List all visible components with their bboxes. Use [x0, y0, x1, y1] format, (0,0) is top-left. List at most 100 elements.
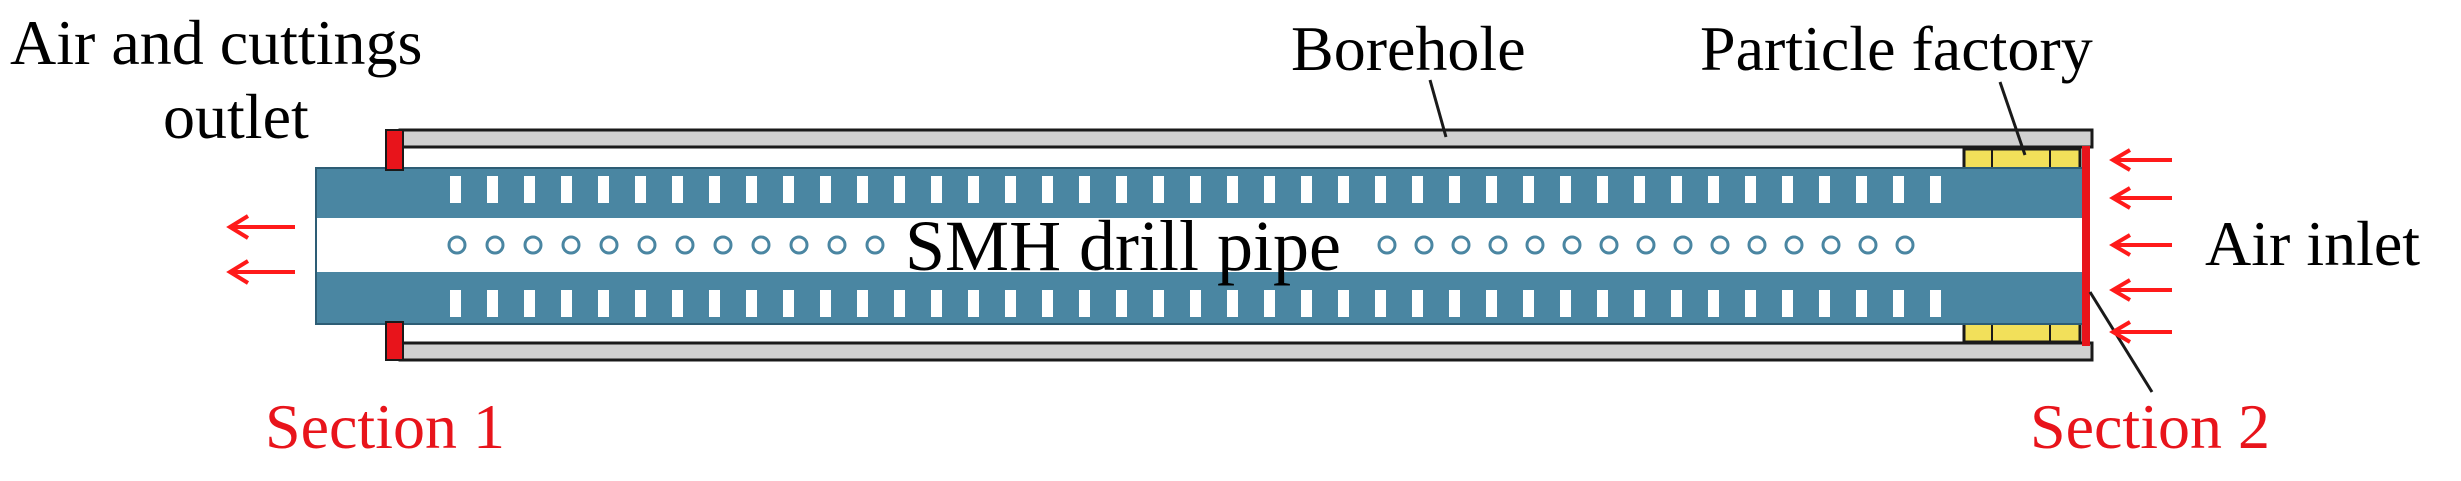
- arrow-left-icon: [226, 259, 295, 285]
- leader-lines: [1428, 79, 2154, 393]
- pipe-slot: [857, 176, 868, 203]
- pipe-hole: [523, 235, 543, 255]
- inlet-arrows: [2109, 148, 2172, 344]
- pipe-hole: [1858, 235, 1878, 255]
- pipe-slot: [1227, 290, 1238, 317]
- arrow-left-icon: [2109, 148, 2172, 172]
- arrow-left-icon: [2109, 233, 2172, 257]
- pipe-slot: [635, 290, 646, 317]
- pipe-slot: [1523, 176, 1534, 203]
- arrow-left-icon: [2109, 278, 2172, 302]
- pipe-slot: [709, 176, 720, 203]
- pipe-hole: [447, 235, 467, 255]
- pipe-slots-top: [450, 176, 1941, 203]
- pipe-slot: [1412, 176, 1423, 203]
- pipe-slot: [1338, 176, 1349, 203]
- pipe-hole: [1895, 235, 1915, 255]
- pipe-slot: [1264, 290, 1275, 317]
- borehole-wall-top: [398, 128, 2094, 149]
- pipe-slots-bottom: [450, 290, 1941, 317]
- pipe-slot: [1264, 176, 1275, 203]
- pipe-slot: [450, 176, 461, 203]
- pipe-slot: [1153, 176, 1164, 203]
- pipe-hole: [637, 235, 657, 255]
- pipe-slot: [1005, 290, 1016, 317]
- pipe-slot: [487, 290, 498, 317]
- smh-drill-pipe: [315, 167, 2087, 325]
- section1-label: Section 1: [265, 391, 505, 462]
- pipe-slot: [450, 290, 461, 317]
- pipe-slot: [1597, 290, 1608, 317]
- pipe-slot: [1486, 176, 1497, 203]
- pipe-hole: [1784, 235, 1804, 255]
- pipe-slot: [1782, 290, 1793, 317]
- pipe-hole: [789, 235, 809, 255]
- pipe-bore: [316, 218, 2086, 272]
- section1-marker-top: [385, 129, 404, 171]
- arrow-left-icon: [226, 214, 295, 240]
- borehole: [398, 128, 2094, 362]
- pipe-hole: [1710, 235, 1730, 255]
- pipe-slot: [1116, 176, 1127, 203]
- pipe-slot: [1819, 176, 1830, 203]
- borehole-wall-bottom: [398, 341, 2094, 362]
- section-markers: [385, 129, 2090, 361]
- pipe-slot: [820, 290, 831, 317]
- pipe-slot: [1412, 290, 1423, 317]
- pipe-slot: [1560, 176, 1571, 203]
- pipe-hole: [675, 235, 695, 255]
- pipe-hole: [751, 235, 771, 255]
- pipe-slot: [1708, 290, 1719, 317]
- pipe-slot: [672, 290, 683, 317]
- pipe-slot: [1190, 290, 1201, 317]
- arrow-left-icon: [2109, 320, 2172, 344]
- pipe-hole: [865, 235, 885, 255]
- outlet-arrows: [226, 214, 295, 285]
- pipe-slot: [1856, 290, 1867, 317]
- pipe-slot: [598, 176, 609, 203]
- pipe-hole: [1414, 235, 1434, 255]
- pipe-slot: [1782, 176, 1793, 203]
- pipe-slot: [857, 290, 868, 317]
- pipe-hole: [599, 235, 619, 255]
- pipe-slot: [524, 290, 535, 317]
- pipe-hole: [1821, 235, 1841, 255]
- pipe-slot: [968, 290, 979, 317]
- pipe-slot: [1301, 290, 1312, 317]
- pipe-slot: [524, 176, 535, 203]
- arrow-left-icon: [2109, 186, 2172, 210]
- pipe-holes: [447, 235, 1915, 255]
- pipe-slot: [931, 176, 942, 203]
- pipe-slot: [1375, 290, 1386, 317]
- pipe-hole: [713, 235, 733, 255]
- pipe-slot: [1745, 290, 1756, 317]
- pipe-slot: [1893, 176, 1904, 203]
- section2-leader: [2088, 291, 2154, 393]
- pipe-hole: [1636, 235, 1656, 255]
- pipe-slot: [1227, 176, 1238, 203]
- particle-factory: [1962, 147, 2082, 344]
- pipe-hole: [1673, 235, 1693, 255]
- particle-factory-top: [1962, 147, 2082, 171]
- pipe-hole: [1451, 235, 1471, 255]
- pipe-slot: [1079, 176, 1090, 203]
- pipe-slot: [783, 290, 794, 317]
- pipe-slot: [1449, 176, 1460, 203]
- particle-factory-label: Particle factory: [1700, 13, 2093, 84]
- pipe-slot: [1523, 290, 1534, 317]
- pipe-slot: [672, 176, 683, 203]
- pipe-name-label: SMH drill pipe: [905, 206, 1341, 286]
- pipe-slot: [1190, 176, 1201, 203]
- pipe-slot: [1116, 290, 1127, 317]
- pipe-hole: [485, 235, 505, 255]
- pipe-slot: [1819, 290, 1830, 317]
- pipe-slot: [1042, 176, 1053, 203]
- pipe-hole: [1525, 235, 1545, 255]
- pipe-slot: [1301, 176, 1312, 203]
- air-inlet-label: Air inlet: [2205, 208, 2420, 279]
- pipe-slot: [598, 290, 609, 317]
- pipe-slot: [1338, 290, 1349, 317]
- pipe-slot: [1486, 290, 1497, 317]
- section1-marker-bottom: [385, 321, 404, 361]
- pipe-slot: [1449, 290, 1460, 317]
